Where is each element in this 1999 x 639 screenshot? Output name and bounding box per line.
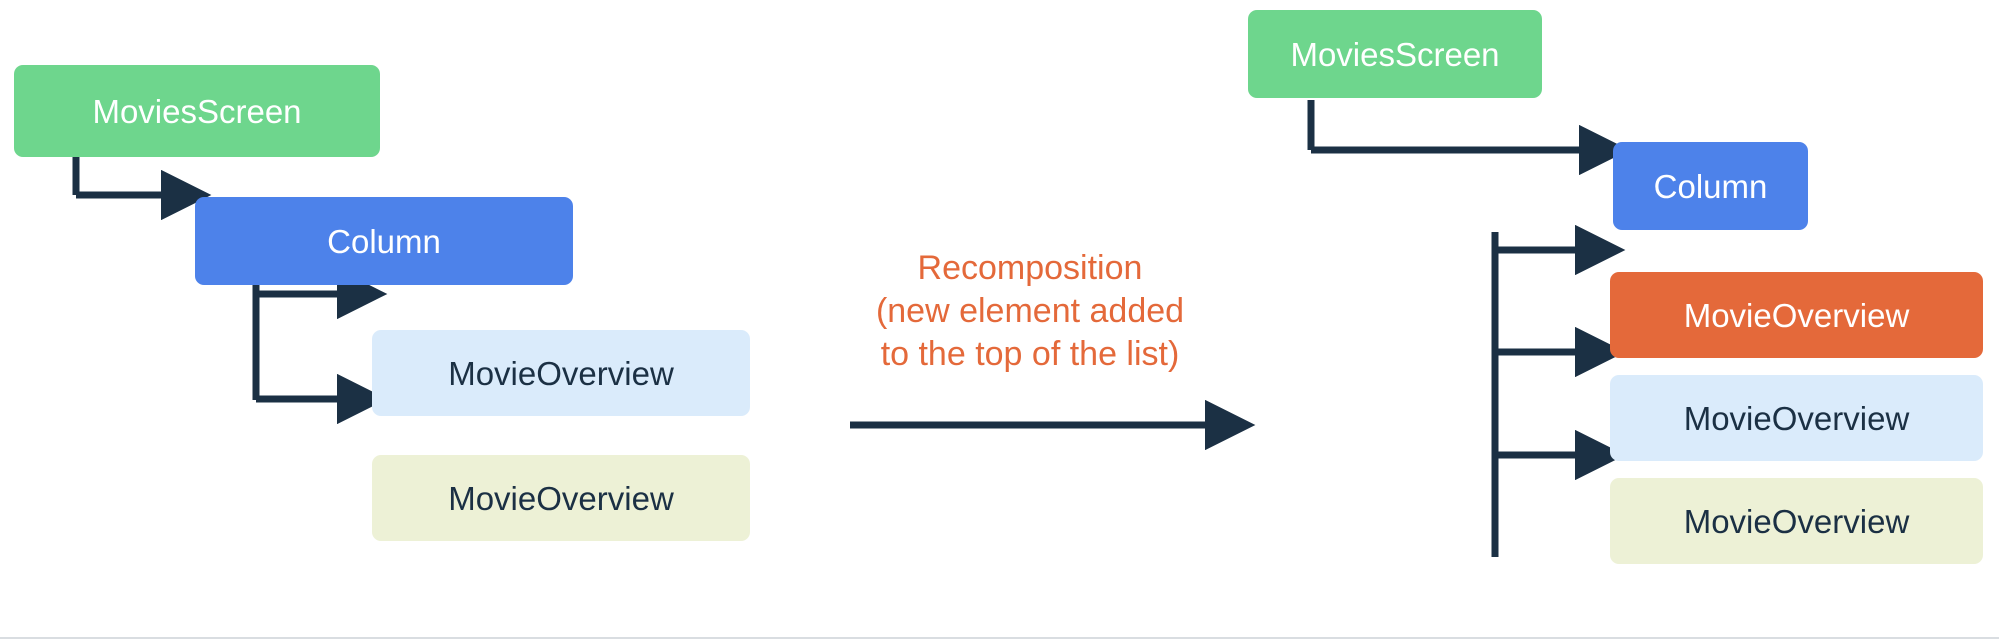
before-node-moviesscreen-label: MoviesScreen — [92, 92, 302, 130]
before-node-movieoverview-2-label: MovieOverview — [448, 479, 674, 517]
after-node-movieoverview-2-label: MovieOverview — [1683, 399, 1910, 437]
after-node-movieoverview-2[interactable]: MovieOverview — [1610, 375, 1983, 461]
before-node-movieoverview-1[interactable]: MovieOverview — [372, 330, 750, 416]
after-node-movieoverview-1[interactable]: MovieOverview — [1610, 272, 1983, 358]
after-node-moviesscreen[interactable]: MoviesScreen — [1248, 10, 1542, 98]
before-node-column[interactable]: Column — [195, 197, 573, 285]
edge-before-screen-to-column — [72, 157, 212, 221]
recomposition-caption-line-2: (new element added — [875, 291, 1185, 330]
after-node-movieoverview-1-label: MovieOverview — [1683, 296, 1910, 334]
after-node-column-label: Column — [1653, 167, 1768, 205]
bottom-divider — [0, 637, 1999, 639]
before-node-column-label: Column — [327, 222, 441, 260]
before-node-movieoverview-1-label: MovieOverview — [448, 354, 674, 392]
before-node-movieoverview-2[interactable]: MovieOverview — [372, 455, 750, 541]
after-node-movieoverview-3-label: MovieOverview — [1683, 502, 1910, 540]
before-node-moviesscreen[interactable]: MoviesScreen — [14, 65, 380, 157]
recomposition-caption-line-3: to the top of the list) — [880, 334, 1180, 373]
after-node-moviesscreen-label: MoviesScreen — [1290, 35, 1500, 73]
after-node-column[interactable]: Column — [1613, 142, 1808, 230]
after-node-movieoverview-3[interactable]: MovieOverview — [1610, 478, 1983, 564]
recomposition-caption-line-1: Recomposition — [917, 249, 1143, 287]
edge-after-screen-to-column — [1307, 100, 1630, 176]
recomposition-caption: Recomposition (new element added to the … — [830, 247, 1230, 375]
